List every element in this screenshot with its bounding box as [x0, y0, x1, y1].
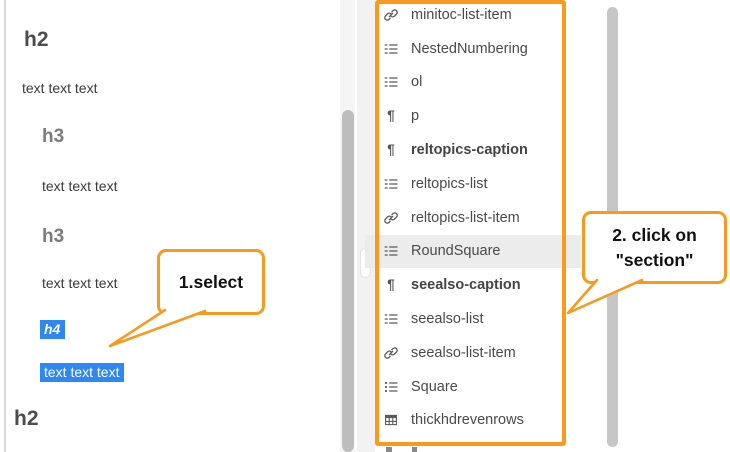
doc-paragraph[interactable]: text text text: [42, 178, 118, 194]
style-item-label: minitoc-list-item: [411, 6, 512, 23]
clipped-list-row-fragment: [386, 447, 392, 452]
style-item-ol[interactable]: ol: [365, 66, 581, 100]
clipped-list-row-fragment: [412, 447, 417, 452]
ordered-list-icon: [384, 42, 398, 56]
style-item-thickhdrevenrows[interactable]: thickhdrevenrows: [365, 404, 581, 438]
paragraph-icon: ¶: [387, 277, 395, 293]
style-item-label: reltopics-caption: [411, 142, 528, 159]
style-item-label: thickhdrevenrows: [411, 412, 524, 429]
style-item-minitoc-list-item[interactable]: minitoc-list-item: [365, 0, 581, 32]
style-item-roundsquare[interactable]: RoundSquare: [365, 234, 581, 269]
style-item-label: reltopics-list-item: [411, 209, 520, 226]
style-item-label: NestedNumbering: [411, 40, 528, 57]
editor-scrollbar-thumb[interactable]: [342, 110, 354, 452]
style-item-seealso-list-item[interactable]: seealso-list-item: [365, 336, 581, 370]
style-item-reltopics-list[interactable]: reltopics-list: [365, 167, 581, 201]
callout-select-label: 1.select: [178, 271, 244, 292]
panel-gutter: [357, 0, 375, 452]
annotation-callout-click-section: 2. click on "section": [582, 211, 727, 284]
style-item-label: RoundSquare: [411, 243, 501, 260]
style-item-p[interactable]: ¶p: [365, 99, 581, 133]
link-icon: [384, 211, 398, 225]
callout-click-line2: "section": [615, 249, 694, 270]
callout-select-tail: [108, 308, 207, 348]
style-item-reltopics-list-item[interactable]: reltopics-list-item: [365, 201, 581, 235]
ordered-list-icon: [384, 75, 398, 89]
style-item-reltopics-caption[interactable]: ¶ reltopics-caption: [365, 133, 581, 167]
style-item-label: seealso-list: [411, 311, 484, 328]
annotation-callout-select: 1.select: [157, 249, 265, 315]
style-item-nestednumbering[interactable]: NestedNumbering: [365, 32, 581, 66]
doc-heading-h2-bottom[interactable]: h2: [14, 407, 39, 430]
paragraph-icon: ¶: [387, 142, 395, 158]
doc-paragraph[interactable]: text text text: [42, 275, 118, 291]
doc-paragraph[interactable]: text text text: [22, 80, 98, 96]
style-item-label: reltopics-list: [411, 175, 488, 192]
link-icon: [384, 8, 398, 22]
doc-heading-h2-top[interactable]: h2: [24, 28, 49, 51]
doc-paragraph-selected[interactable]: text text text: [40, 363, 125, 382]
ordered-list-icon: [384, 177, 398, 191]
style-item-seealso-caption[interactable]: ¶ seealso-caption: [365, 268, 581, 302]
editor-panel-border: [4, 0, 6, 452]
callout-click-line1: 2. click on: [612, 225, 697, 245]
style-item-label: ol: [411, 74, 423, 91]
style-item-label: p: [411, 108, 420, 125]
style-item-label: seealso-list-item: [411, 344, 516, 361]
ordered-list-icon: [384, 312, 398, 326]
bullet-list-icon: [384, 380, 398, 394]
doc-heading-h3-first[interactable]: h3: [42, 126, 65, 147]
style-item-seealso-list[interactable]: seealso-list: [365, 302, 581, 336]
style-item-label: seealso-caption: [411, 277, 521, 294]
ordered-list-icon: [384, 244, 398, 258]
link-icon: [384, 346, 398, 360]
paragraph-icon: ¶: [387, 108, 395, 124]
doc-heading-h3-second[interactable]: h3: [42, 226, 65, 247]
table-icon: [384, 413, 398, 427]
style-item-label: Square: [411, 378, 458, 395]
doc-heading-h4-selected[interactable]: h4: [40, 320, 66, 339]
style-item-square[interactable]: Square: [365, 370, 581, 404]
